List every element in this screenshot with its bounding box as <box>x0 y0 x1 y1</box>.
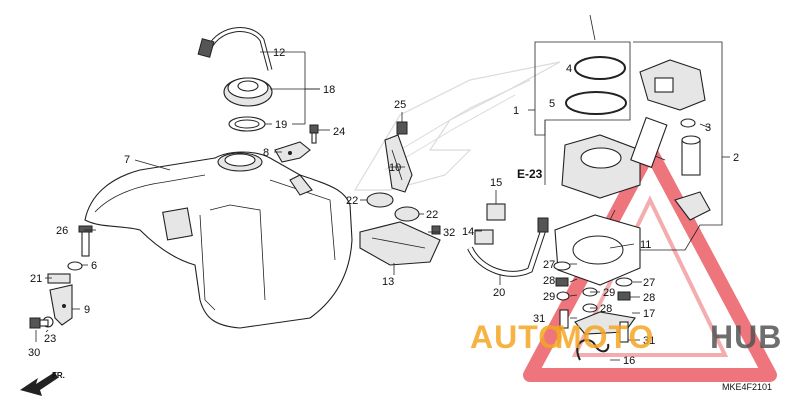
callout-7: 7 <box>124 154 130 166</box>
o-ring-4 <box>574 56 626 80</box>
connector-14 <box>474 229 494 245</box>
fuel-cap <box>223 77 273 107</box>
callout-28b: 28 <box>643 292 655 304</box>
gasket-11 <box>554 214 641 286</box>
watermark-hub: HUB <box>710 319 782 355</box>
cap-gasket <box>228 116 266 132</box>
callout-27b: 27 <box>643 277 655 289</box>
callout-32: 32 <box>443 227 455 239</box>
callout-29b: 29 <box>603 287 615 299</box>
plate-13 <box>359 221 441 266</box>
callout-8: 8 <box>263 147 269 159</box>
callout-9: 9 <box>84 304 90 316</box>
callout-11: 11 <box>640 239 651 251</box>
callout-1: 1 <box>513 105 519 117</box>
watermark-text: AUTO MOTO HUB <box>470 319 782 355</box>
callout-17: 17 <box>643 308 655 320</box>
bracket-8 <box>274 141 311 163</box>
watermark-moto: MOTO <box>555 319 654 355</box>
callout-26: 26 <box>56 225 68 237</box>
fastener-stack <box>553 261 636 361</box>
callout-15: 15 <box>490 177 502 189</box>
callout-16: 16 <box>623 355 635 367</box>
callout-28c: 28 <box>600 303 612 315</box>
callout-3: 3 <box>705 122 711 134</box>
front-label: FR. <box>52 371 65 380</box>
callout-31a: 31 <box>533 313 545 325</box>
diagram-code: MKE4F2101 <box>722 382 772 392</box>
callout-31b: 31 <box>643 335 655 347</box>
bolt-24 <box>309 124 319 144</box>
callouts: 12 18 19 24 8 7 26 6 21 9 23 30 25 10 22… <box>28 47 772 392</box>
callout-23: 23 <box>44 333 56 345</box>
callout-2: 2 <box>733 152 739 164</box>
reference-label: E-23 <box>517 167 543 181</box>
callout-14: 14 <box>462 226 474 238</box>
callout-30: 30 <box>28 347 40 359</box>
callout-21: 21 <box>30 273 42 285</box>
callout-22a: 22 <box>346 195 358 207</box>
front-arrow-icon: FR. <box>20 371 65 396</box>
left-fasteners <box>29 225 93 329</box>
callout-27a: 27 <box>543 259 555 271</box>
watermark-auto: AUTO <box>470 319 564 355</box>
o-ring-5 <box>565 91 627 115</box>
callout-22b: 22 <box>426 209 438 221</box>
callout-6: 6 <box>91 260 97 272</box>
pump-module <box>639 59 711 221</box>
callout-5: 5 <box>549 98 555 110</box>
bolt-32 <box>431 225 441 235</box>
callout-13: 13 <box>382 276 394 288</box>
callout-29a: 29 <box>543 291 555 303</box>
wing-logo <box>353 61 561 191</box>
callout-18: 18 <box>323 84 335 96</box>
group-brackets <box>528 41 730 251</box>
callout-20: 20 <box>493 287 505 299</box>
breather-tube <box>197 27 273 71</box>
callout-25: 25 <box>394 99 406 111</box>
callout-19: 19 <box>275 119 287 131</box>
callout-24: 24 <box>333 126 345 138</box>
connector-15 <box>486 203 506 221</box>
fuel-tank <box>84 151 353 329</box>
fuel-pump <box>561 116 668 199</box>
fuel-hose <box>467 217 549 277</box>
callout-10: 10 <box>389 162 401 174</box>
callout-28a: 28 <box>543 275 555 287</box>
callout-12: 12 <box>273 47 285 59</box>
callout-4: 4 <box>566 63 572 75</box>
leader-lines <box>35 14 711 361</box>
rubber-caps <box>366 192 420 222</box>
